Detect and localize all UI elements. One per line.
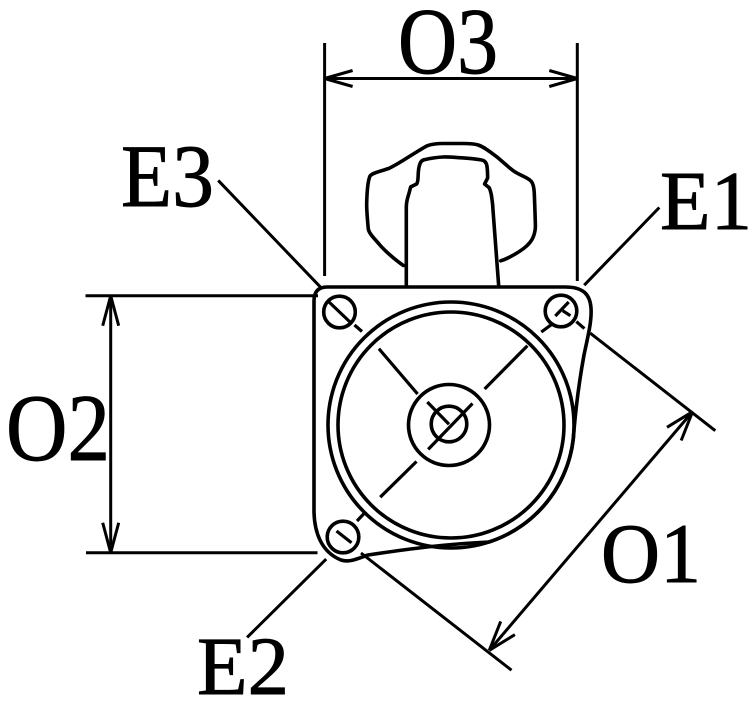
svg-text:O3: O3 bbox=[398, 0, 498, 94]
svg-text:E1: E1 bbox=[660, 155, 750, 248]
svg-text:E2: E2 bbox=[197, 620, 289, 707]
svg-text:E3: E3 bbox=[121, 128, 214, 226]
svg-text:O1: O1 bbox=[601, 507, 701, 601]
svg-text:O2: O2 bbox=[6, 375, 110, 481]
